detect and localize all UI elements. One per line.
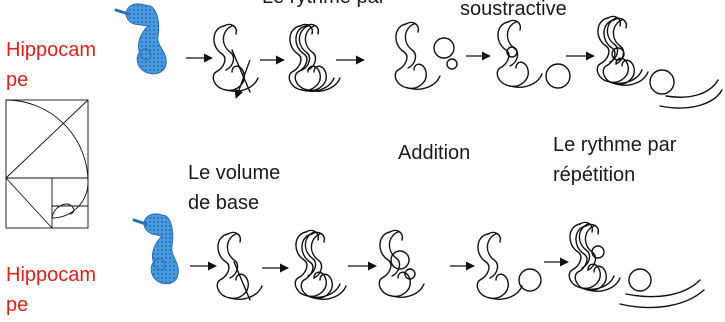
species-label-bottom-line1: Hippocam xyxy=(6,264,97,286)
bottom-row-sequence xyxy=(190,221,705,309)
addition-label: Addition xyxy=(398,142,471,164)
rythme-label-line2: répétition xyxy=(553,164,636,186)
seahorse-image-top xyxy=(114,3,167,75)
seahorse-image-bottom xyxy=(132,213,179,285)
golden-spiral-diagram xyxy=(5,99,89,229)
volume-label-line2: de base xyxy=(188,192,260,214)
soustractive-label: soustractive xyxy=(460,0,567,20)
species-label-top-line2: pe xyxy=(6,69,29,91)
clipped-top-label: Le rythme par xyxy=(262,0,385,10)
species-label-top-line1: Hippocam xyxy=(6,39,97,61)
top-row-sequence xyxy=(186,15,723,109)
volume-label-line1: Le volume xyxy=(188,162,281,184)
rythme-label-line1: Le rythme par xyxy=(553,134,677,156)
species-label-bottom-line2: pe xyxy=(6,294,29,316)
